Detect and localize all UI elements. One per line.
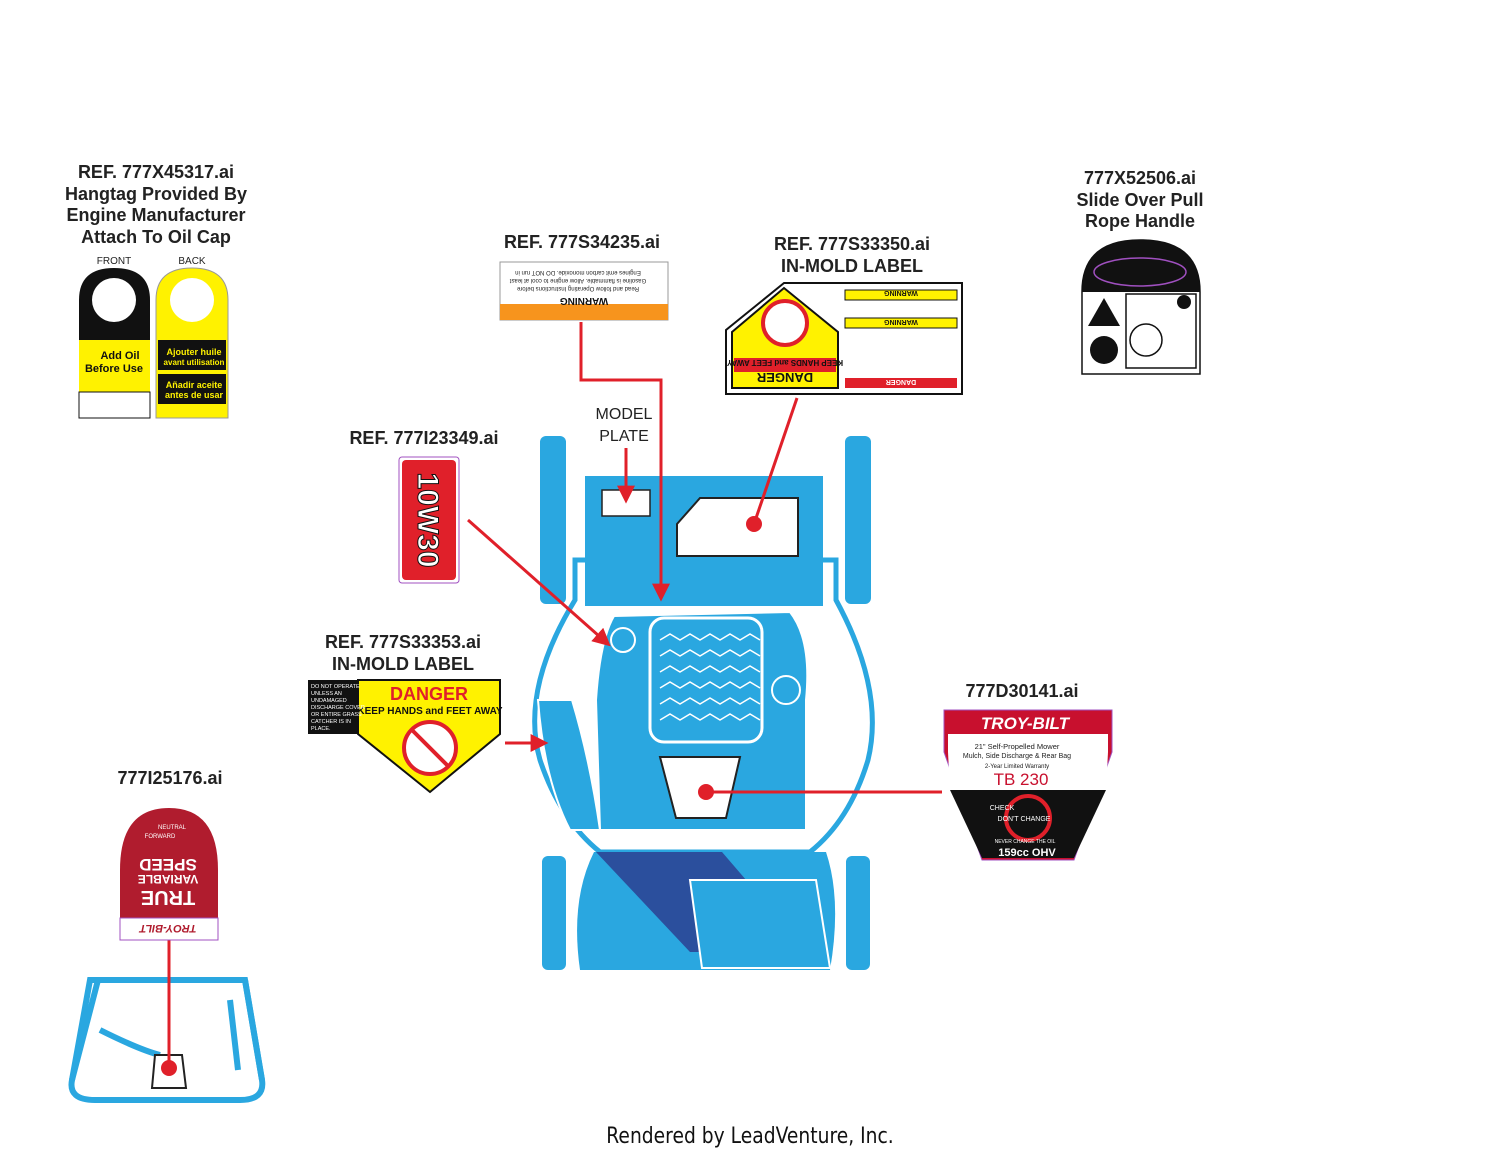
danger-side-small-2: UNLESS AN [311, 691, 342, 697]
callout-danger-top-line-1: IN-MOLD LABEL [781, 255, 923, 276]
callout-danger-side-line-1: IN-MOLD LABEL [332, 653, 474, 674]
hangtag-decal [78, 267, 229, 419]
hangtag-back-text-4: antes de usar [165, 390, 224, 400]
model-plate-line-1: MODEL [595, 406, 653, 423]
rear-left-wheel [542, 856, 566, 970]
brand-model: TB 230 [994, 770, 1049, 789]
speed-neutral: NEUTRAL [158, 825, 187, 831]
speed-decal [119, 808, 219, 941]
speed-brand: TROY-BILT [138, 922, 196, 934]
callout-danger-top: REF. 777S33350.ai IN-MOLD LABEL [742, 234, 962, 277]
speed-word-3: SPEED [139, 855, 197, 874]
hangtag-front-text-2: Before Use [85, 363, 143, 375]
danger-side-small-3: UNDAMAGED [311, 698, 347, 704]
callout-warning-ref: REF. 777S34235.ai [503, 232, 661, 252]
danger-side-small-4: DISCHARGE COVER [311, 705, 365, 711]
callout-speed: 777I25176.ai [100, 768, 240, 790]
callout-brand-ref: 777D30141.ai [965, 681, 1079, 701]
hangtag-front-label: FRONT [97, 256, 131, 267]
warning-header: WARNING [560, 295, 609, 306]
front-right-wheel [845, 436, 871, 604]
front-left-wheel [540, 436, 566, 604]
danger-top-decal [725, 282, 963, 395]
danger-side-decal [308, 679, 501, 794]
callout-pull-rope-line-1: Slide Over Pull [1076, 189, 1204, 210]
callout-hangtag-line-2: Engine Manufacturer [66, 205, 246, 226]
hangtag-back-label: BACK [178, 256, 206, 267]
callout-oil-ref: REF. 777I23349.ai [349, 428, 499, 448]
callout-warning: REF. 777S34235.ai [484, 232, 680, 254]
rear-right-wheel [846, 856, 870, 970]
danger-top-warning-2: WARNING [884, 318, 918, 325]
pointer-lines [167, 322, 942, 1068]
oil-decal [398, 456, 460, 584]
callout-hangtag-line-3: Attach To Oil Cap [81, 226, 231, 247]
brand-never: NEVER CHANGE THE OIL [995, 839, 1056, 845]
brand-engine: 159cc OHV [998, 847, 1056, 859]
hangtag-back-text-3: Añadir aceite [166, 380, 223, 390]
brand-logo: TROY-BILT [981, 714, 1071, 733]
brand-decal [943, 709, 1113, 861]
callout-brand: 777D30141.ai [950, 681, 1094, 703]
callout-hangtag-line-1: Hangtag Provided By [64, 183, 248, 204]
hangtag-front-text-1: Add Oil [100, 350, 139, 362]
mower-deck [532, 436, 875, 970]
brand-dont-change: DON'T CHANGE [998, 816, 1051, 823]
callout-danger-side-ref: REF. 777S33353.ai [324, 632, 482, 652]
hangtag-back-text-2: avant utilisation [164, 358, 225, 367]
callout-oil: REF. 777I23349.ai [332, 428, 516, 450]
brand-check: CHECK [990, 805, 1015, 812]
speed-word-2: VARIABLE [138, 872, 198, 886]
handle-bar [68, 977, 266, 1103]
hangtag-back-text-1: Ajouter huile [166, 347, 221, 357]
danger-top-warning-1: WARNING [884, 289, 918, 296]
model-plate-label: MODEL PLATE [586, 404, 662, 447]
engine-air-cover [648, 616, 764, 744]
in-mold-label-area [676, 497, 799, 557]
danger-side-small-6: CATCHER IS IN [311, 719, 351, 725]
danger-side-small-7: PLACE. [311, 726, 331, 732]
footer-credit: Rendered by LeadVenture, Inc. [606, 1124, 894, 1149]
speed-word-1: TRUE [141, 886, 195, 908]
side-chute [536, 699, 602, 831]
warning-row-3: Engines emit carbon monoxide. DO NOT run… [515, 269, 641, 275]
brand-line-2: Mulch, Side Discharge & Rear Bag [963, 753, 1071, 760]
honeycomb-pattern [659, 633, 761, 721]
callout-pull-rope: 777X52506.ai Slide Over Pull Rope Handle [1052, 168, 1228, 233]
callout-speed-ref: 777I25176.ai [117, 768, 223, 788]
danger-side-keep: KEEP HANDS and FEET AWAY [357, 706, 503, 717]
oil-grade-text: 10W30 [411, 472, 444, 567]
danger-side-small-5: OR ENTIRE GRASS [311, 712, 362, 718]
warning-row-2: Gasoline is flammable. Allow engine to c… [509, 277, 646, 283]
warning-decal [499, 261, 669, 321]
callout-pull-rope-ref: 777X52506.ai [1083, 168, 1197, 188]
callout-danger-side: REF. 777S33353.ai IN-MOLD LABEL [306, 632, 500, 675]
danger-side-title: DANGER [390, 684, 468, 704]
danger-top-title: DANGER [756, 370, 813, 385]
danger-top-keep: KEEP HANDS and FEET AWAY [726, 358, 843, 367]
callout-pull-rope-line-2: Rope Handle [1084, 211, 1195, 232]
brand-warranty: 2-Year Limited Warranty [985, 764, 1049, 770]
danger-side-small-1: DO NOT OPERATE [311, 684, 360, 690]
danger-top-danger-2: DANGER [886, 378, 916, 385]
callout-hangtag-ref: REF. 777X45317.ai [77, 162, 235, 182]
brand-line-1: 21" Self-Propelled Mower [975, 742, 1060, 751]
speed-forward: FORWARD [145, 834, 176, 840]
callout-danger-top-ref: REF. 777S33350.ai [773, 234, 931, 254]
model-plate-line-2: PLATE [599, 427, 649, 445]
pull-rope-decal [1081, 239, 1201, 375]
warning-row-1: Read and follow Operating Instructions b… [516, 285, 639, 291]
callout-hangtag: REF. 777X45317.ai Hangtag Provided By En… [40, 162, 272, 248]
